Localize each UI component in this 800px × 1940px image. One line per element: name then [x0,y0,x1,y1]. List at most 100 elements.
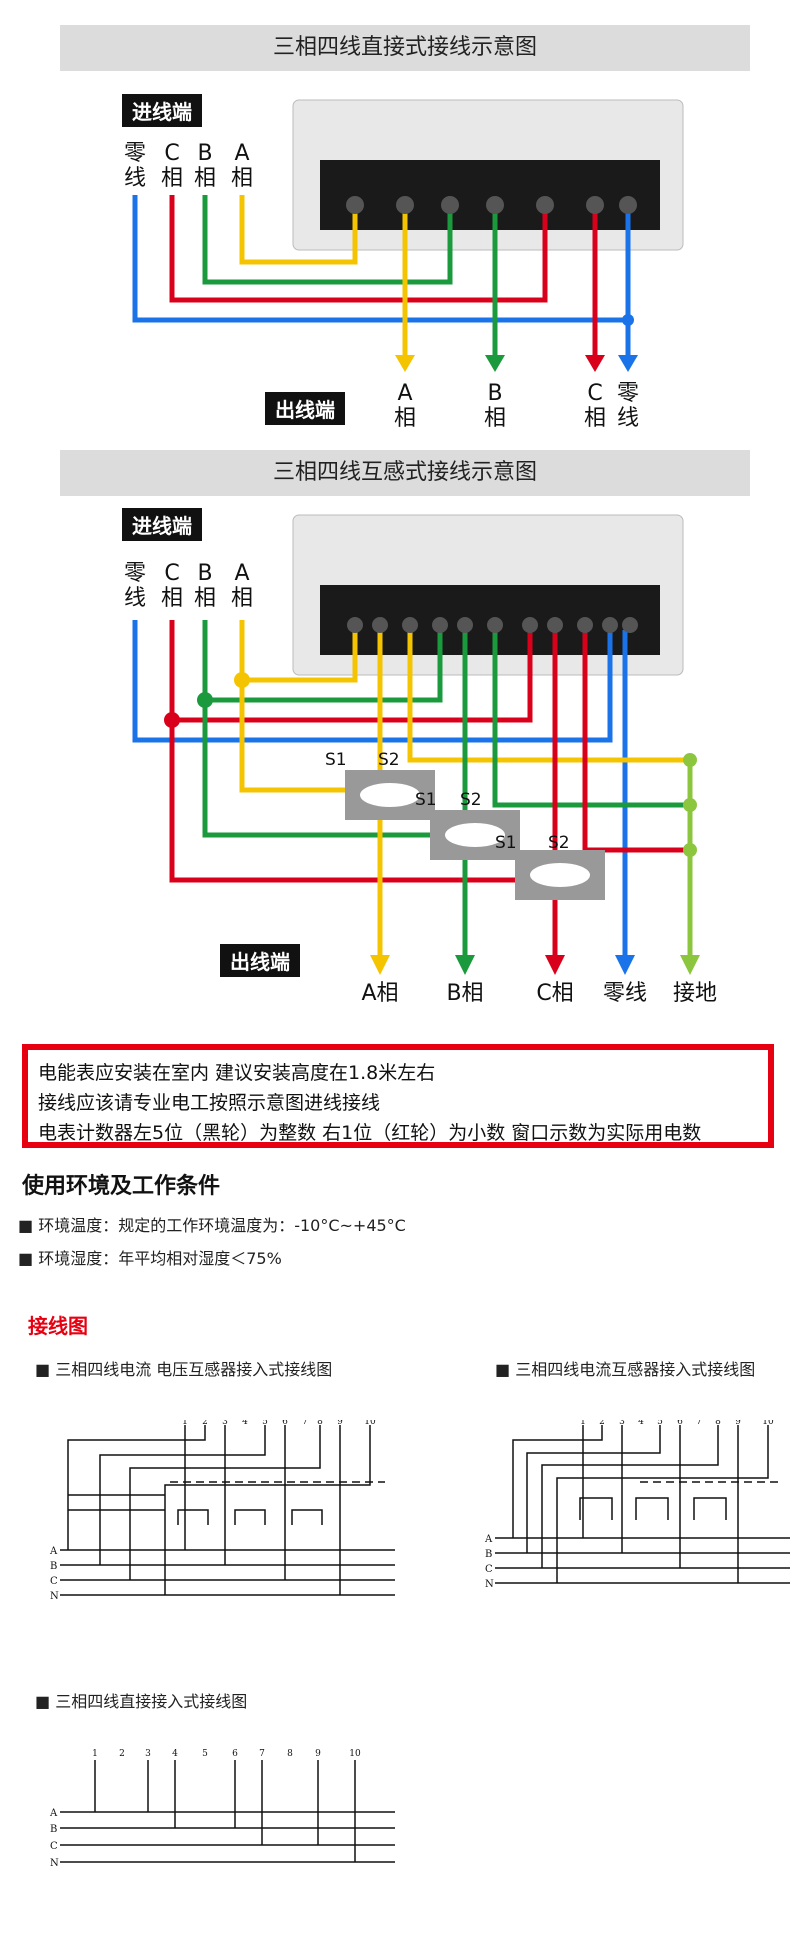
terminal: 4 [172,1749,178,1759]
ct-diagram-title: 三相四线互感式接线示意图 [60,450,750,496]
phase-b: B [50,1824,57,1835]
in-label-n-2: 线 [124,166,146,191]
ct-in-b-2: 相 [194,586,216,611]
env-item: ■ 环境温度：规定的工作环境温度为：-10°C~+45°C [18,1216,406,1235]
terminal: 5 [262,1420,268,1427]
ct-in-c-2: 相 [161,586,183,611]
terminal-block [320,160,660,230]
terminal: 9 [315,1749,321,1759]
terminal: 1 [92,1749,98,1759]
wiring-sub-3: ■ 三相四线直接接入式接线图 [35,1692,248,1711]
wiring-sub-1: ■ 三相四线电流 电压互感器接入式接线图 [35,1360,333,1379]
ct1-s1-label: S1 [325,750,347,770]
direct-in-label: 进线端 [122,94,202,127]
terminal: 8 [287,1749,293,1759]
ct-in-n-2: 线 [124,586,146,611]
terminal: 1 [580,1420,586,1427]
phase-n: N [50,1858,59,1869]
out-label-a-2: 相 [394,406,416,431]
phase-b: B [485,1549,492,1560]
out-label-a-1: A [397,381,412,406]
out-label-b-2: 相 [484,406,506,431]
ct-in-a-2: 相 [231,586,253,611]
terminal: 3 [619,1420,625,1427]
notice-line: 电表计数器左5位（黑轮）为整数 右1位（红轮）为小数 窗口示数为实际用电数 [38,1122,702,1144]
terminal: 3 [145,1749,151,1759]
ct-out-a: A相 [361,981,398,1006]
out-label-n-1: 零 [617,381,639,406]
out-label-c-1: C [587,381,602,406]
direct-diagram-title: 三相四线直接式接线示意图 [60,25,750,71]
terminal: 1 [182,1420,188,1427]
ct-out-c: C相 [536,981,573,1006]
in-label-b-1: B [197,141,212,166]
ct-out-pe: 接地 [673,981,717,1006]
terminal: 7 [259,1749,265,1759]
phase-c: C [50,1841,58,1852]
terminal: 4 [242,1420,248,1427]
terminal: 3 [222,1420,228,1427]
ct-out-label: 出线端 [220,944,300,977]
terminal: 2 [599,1420,605,1427]
phase-b: B [50,1561,57,1572]
phase-n: N [50,1591,59,1602]
env-item: ■ 环境湿度：年平均相对湿度＜75% [18,1249,282,1268]
terminal: 2 [119,1749,125,1759]
phase-a: A [484,1534,493,1545]
wiring-sub-2-text: 三相四线电流互感器接入式接线图 [515,1360,756,1379]
notice-line: 接线应该请专业电工按照示意图进线接线 [38,1092,381,1114]
in-label-b-2: 相 [194,166,216,191]
terminal: 5 [657,1420,663,1427]
env-humidity: 环境湿度：年平均相对湿度＜75% [38,1249,282,1268]
ct3-s1-label: S1 [495,833,517,853]
direct-wiring-diagram: 零线 C相 B相 A相 A相 B相 C相 零线 [124,99,684,431]
wiring-sub-1-text: 三相四线电流 电压互感器接入式接线图 [55,1360,333,1379]
phase-n: N [485,1579,494,1590]
terminal: 10 [762,1420,774,1427]
terminal: 9 [337,1420,343,1427]
notice-line: 电能表应安装在室内 建议安装高度在1.8米左右 [38,1062,436,1084]
terminal: 5 [202,1749,208,1759]
in-label-c-1: C [164,141,179,166]
notice-box: 电能表应安装在室内 建议安装高度在1.8米左右 接线应该请专业电工按照示意图进线… [22,1044,774,1148]
ct-out-b: B相 [446,981,483,1006]
terminal: 6 [282,1420,288,1427]
ct3-s2-label: S2 [548,833,570,853]
terminal: 8 [317,1420,323,1427]
in-label-a-2: 相 [231,166,253,191]
in-label-c-2: 相 [161,166,183,191]
ct-in-c-1: C [164,561,179,586]
ct2-s1-label: S1 [415,790,437,810]
env-heading: 使用环境及工作条件 [22,1174,221,1199]
phase-c: C [50,1576,58,1587]
terminal: 7 [302,1420,308,1427]
ct-out-n: 零线 [603,981,647,1006]
out-label-n-2: 线 [617,406,639,431]
ct2-s2-label: S2 [460,790,482,810]
out-label-c-2: 相 [584,406,606,431]
wiring-sub-3-text: 三相四线直接接入式接线图 [55,1692,248,1711]
phase-c: C [485,1564,493,1575]
wiring-sub-2: ■ 三相四线电流互感器接入式接线图 [495,1360,756,1379]
terminal: 6 [232,1749,238,1759]
terminal: 6 [677,1420,683,1427]
env-temp: 环境温度：规定的工作环境温度为：-10°C~+45°C [38,1216,406,1235]
terminal: 10 [364,1420,376,1427]
ct-in-n-1: 零 [124,561,146,586]
wiring-heading: 接线图 [28,1314,88,1338]
terminal: 10 [349,1749,361,1759]
in-label-n-1: 零 [124,141,146,166]
in-label-a-1: A [234,141,249,166]
ct-in-b-1: B [197,561,212,586]
terminal: 8 [715,1420,721,1427]
ct1-s2-label: S2 [378,750,400,770]
ct-in-a-1: A [234,561,249,586]
terminal: 9 [735,1420,741,1427]
terminal: 2 [202,1420,208,1427]
phase-a: A [49,1546,58,1557]
phase-a: A [49,1808,58,1819]
ct-in-label: 进线端 [122,508,202,541]
direct-out-label: 出线端 [265,392,345,425]
